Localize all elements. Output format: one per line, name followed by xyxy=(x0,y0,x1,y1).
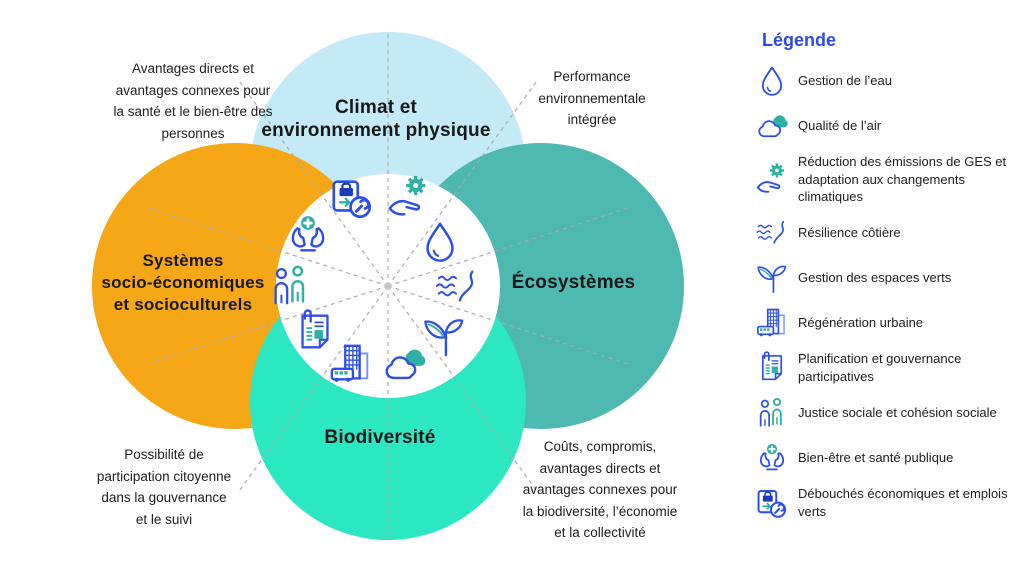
gear-hand-icon xyxy=(752,161,792,197)
legend-item-social-justice: Justice sociale et cohésion sociale xyxy=(752,395,1020,431)
legend-item-wellbeing: Bien-être et santé publique xyxy=(752,440,1020,476)
building-bus-icon xyxy=(328,341,374,387)
legend-item-planning: Planification et gouvernance participati… xyxy=(752,350,1020,386)
coastal-waves-icon xyxy=(752,215,792,251)
clipboard-wrench-icon xyxy=(329,175,375,221)
leaf-plant-icon xyxy=(752,260,792,296)
legend-item-label: Bien-être et santé publique xyxy=(798,449,954,465)
legend-item-water-drop: Gestion de l’eau xyxy=(752,63,1020,99)
circle-label-systemes: Systèmes socio-économiques et sociocultu… xyxy=(101,251,265,315)
building-bus-icon xyxy=(752,305,792,341)
hands-health-cross-icon xyxy=(285,212,331,258)
annotation-bottom-left: Possibilité de participation citoyenne d… xyxy=(96,447,232,527)
water-drop-icon xyxy=(417,219,463,265)
gear-hand-icon xyxy=(386,174,432,220)
circle-label-biodiversite: Biodiversité xyxy=(324,427,436,448)
legend-item-label: Justice sociale et cohésion sociale xyxy=(798,404,997,420)
legend-item-urban-regen: Régénération urbaine xyxy=(752,305,1020,341)
legend-item-economy: Débouchés économiques et emplois verts xyxy=(752,485,1020,521)
circle-label-ecosystemes: Écosystèmes xyxy=(511,272,636,293)
air-quality-cloud-icon xyxy=(752,108,792,144)
annotation-top-right: Performance environnementale intégrée xyxy=(538,69,646,128)
legend-item-green-spaces: Gestion des espaces verts xyxy=(752,260,1020,296)
coastal-waves-icon xyxy=(434,264,480,310)
leaf-plant-icon xyxy=(421,313,467,359)
hands-health-cross-icon xyxy=(752,440,792,476)
legend-item-coastal: Résilience côtière xyxy=(752,215,1020,251)
legend-item-label: Planification et gouvernance participati… xyxy=(798,351,962,384)
legend-item-air-quality: Qualité de l’air xyxy=(752,108,1020,144)
air-quality-cloud-icon xyxy=(381,341,427,387)
legend-item-label: Gestion des espaces verts xyxy=(798,269,952,285)
legend-item-label: Réduction des émissions de GES et adapta… xyxy=(798,154,1007,205)
legend-title: Légende xyxy=(762,30,837,50)
legend-item-label: Gestion de l’eau xyxy=(798,73,892,89)
planning-document-icon xyxy=(752,350,792,386)
annotation-bottom-right: Coûts, compromis, avantages directs et a… xyxy=(522,439,678,541)
legend-item-label: Qualité de l’air xyxy=(798,118,882,134)
legend-item-label: Régénération urbaine xyxy=(798,314,924,330)
annotation-top-left: Avantages directs et avantages connexes … xyxy=(113,61,273,141)
legend-item-ghg: Réduction des émissions de GES et adapta… xyxy=(752,153,1020,206)
clipboard-wrench-icon xyxy=(752,485,792,521)
legend-item-label: Résilience côtière xyxy=(798,224,901,240)
two-people-icon xyxy=(752,395,792,431)
legend-item-label: Débouchés économiques et emplois verts xyxy=(798,486,1008,519)
water-drop-icon xyxy=(752,63,792,99)
venn-diagram: Climat et environnement physique Système… xyxy=(92,32,684,541)
